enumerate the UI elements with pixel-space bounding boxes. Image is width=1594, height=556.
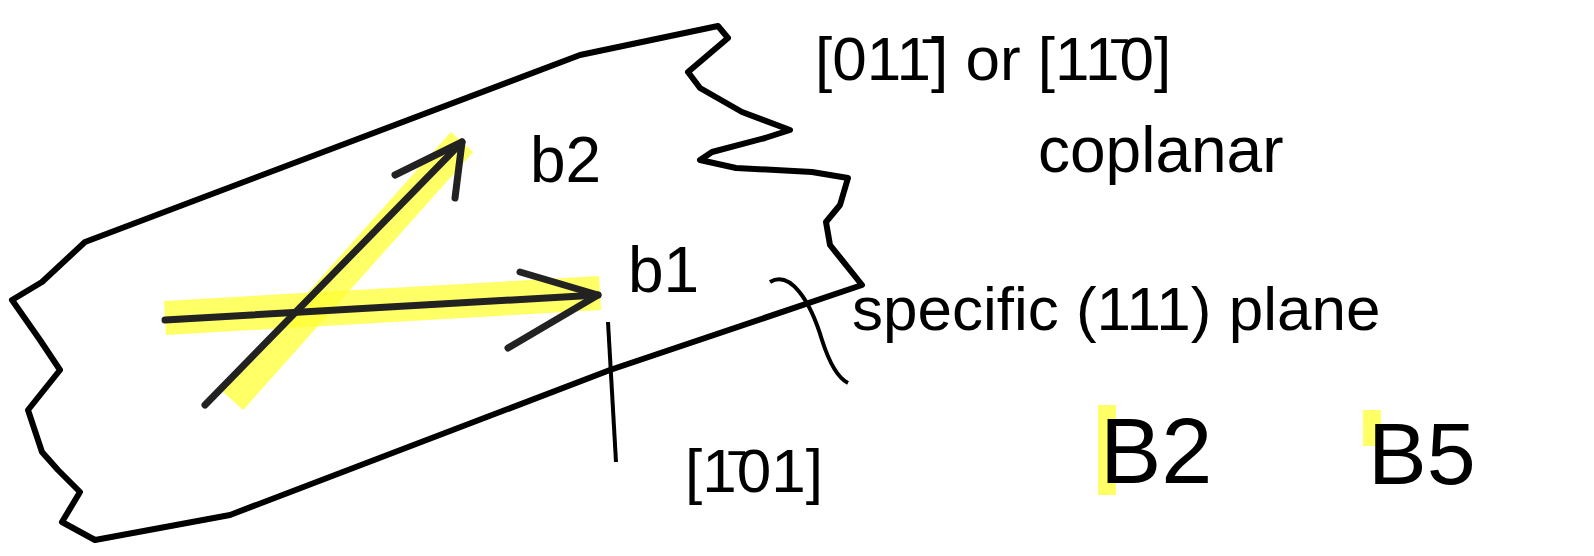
vector-label: b2: [530, 128, 601, 192]
plane-outline: [12, 26, 862, 540]
plane-edge: [85, 55, 580, 242]
note-label: coplanar: [1038, 118, 1284, 182]
option-label: B5: [1368, 410, 1476, 498]
vector-arrow: [205, 142, 462, 405]
leader-line: [608, 322, 616, 462]
option-label: B2: [1100, 405, 1213, 497]
direction-label: [011̄] or [11̄0]: [815, 28, 1171, 90]
plane-label: specific (111) plane: [852, 278, 1380, 340]
direction-label: [1̄01]: [685, 440, 823, 502]
vector-arrow: [165, 272, 598, 348]
vector-label: b1: [628, 238, 699, 302]
leader-line: [770, 279, 848, 383]
